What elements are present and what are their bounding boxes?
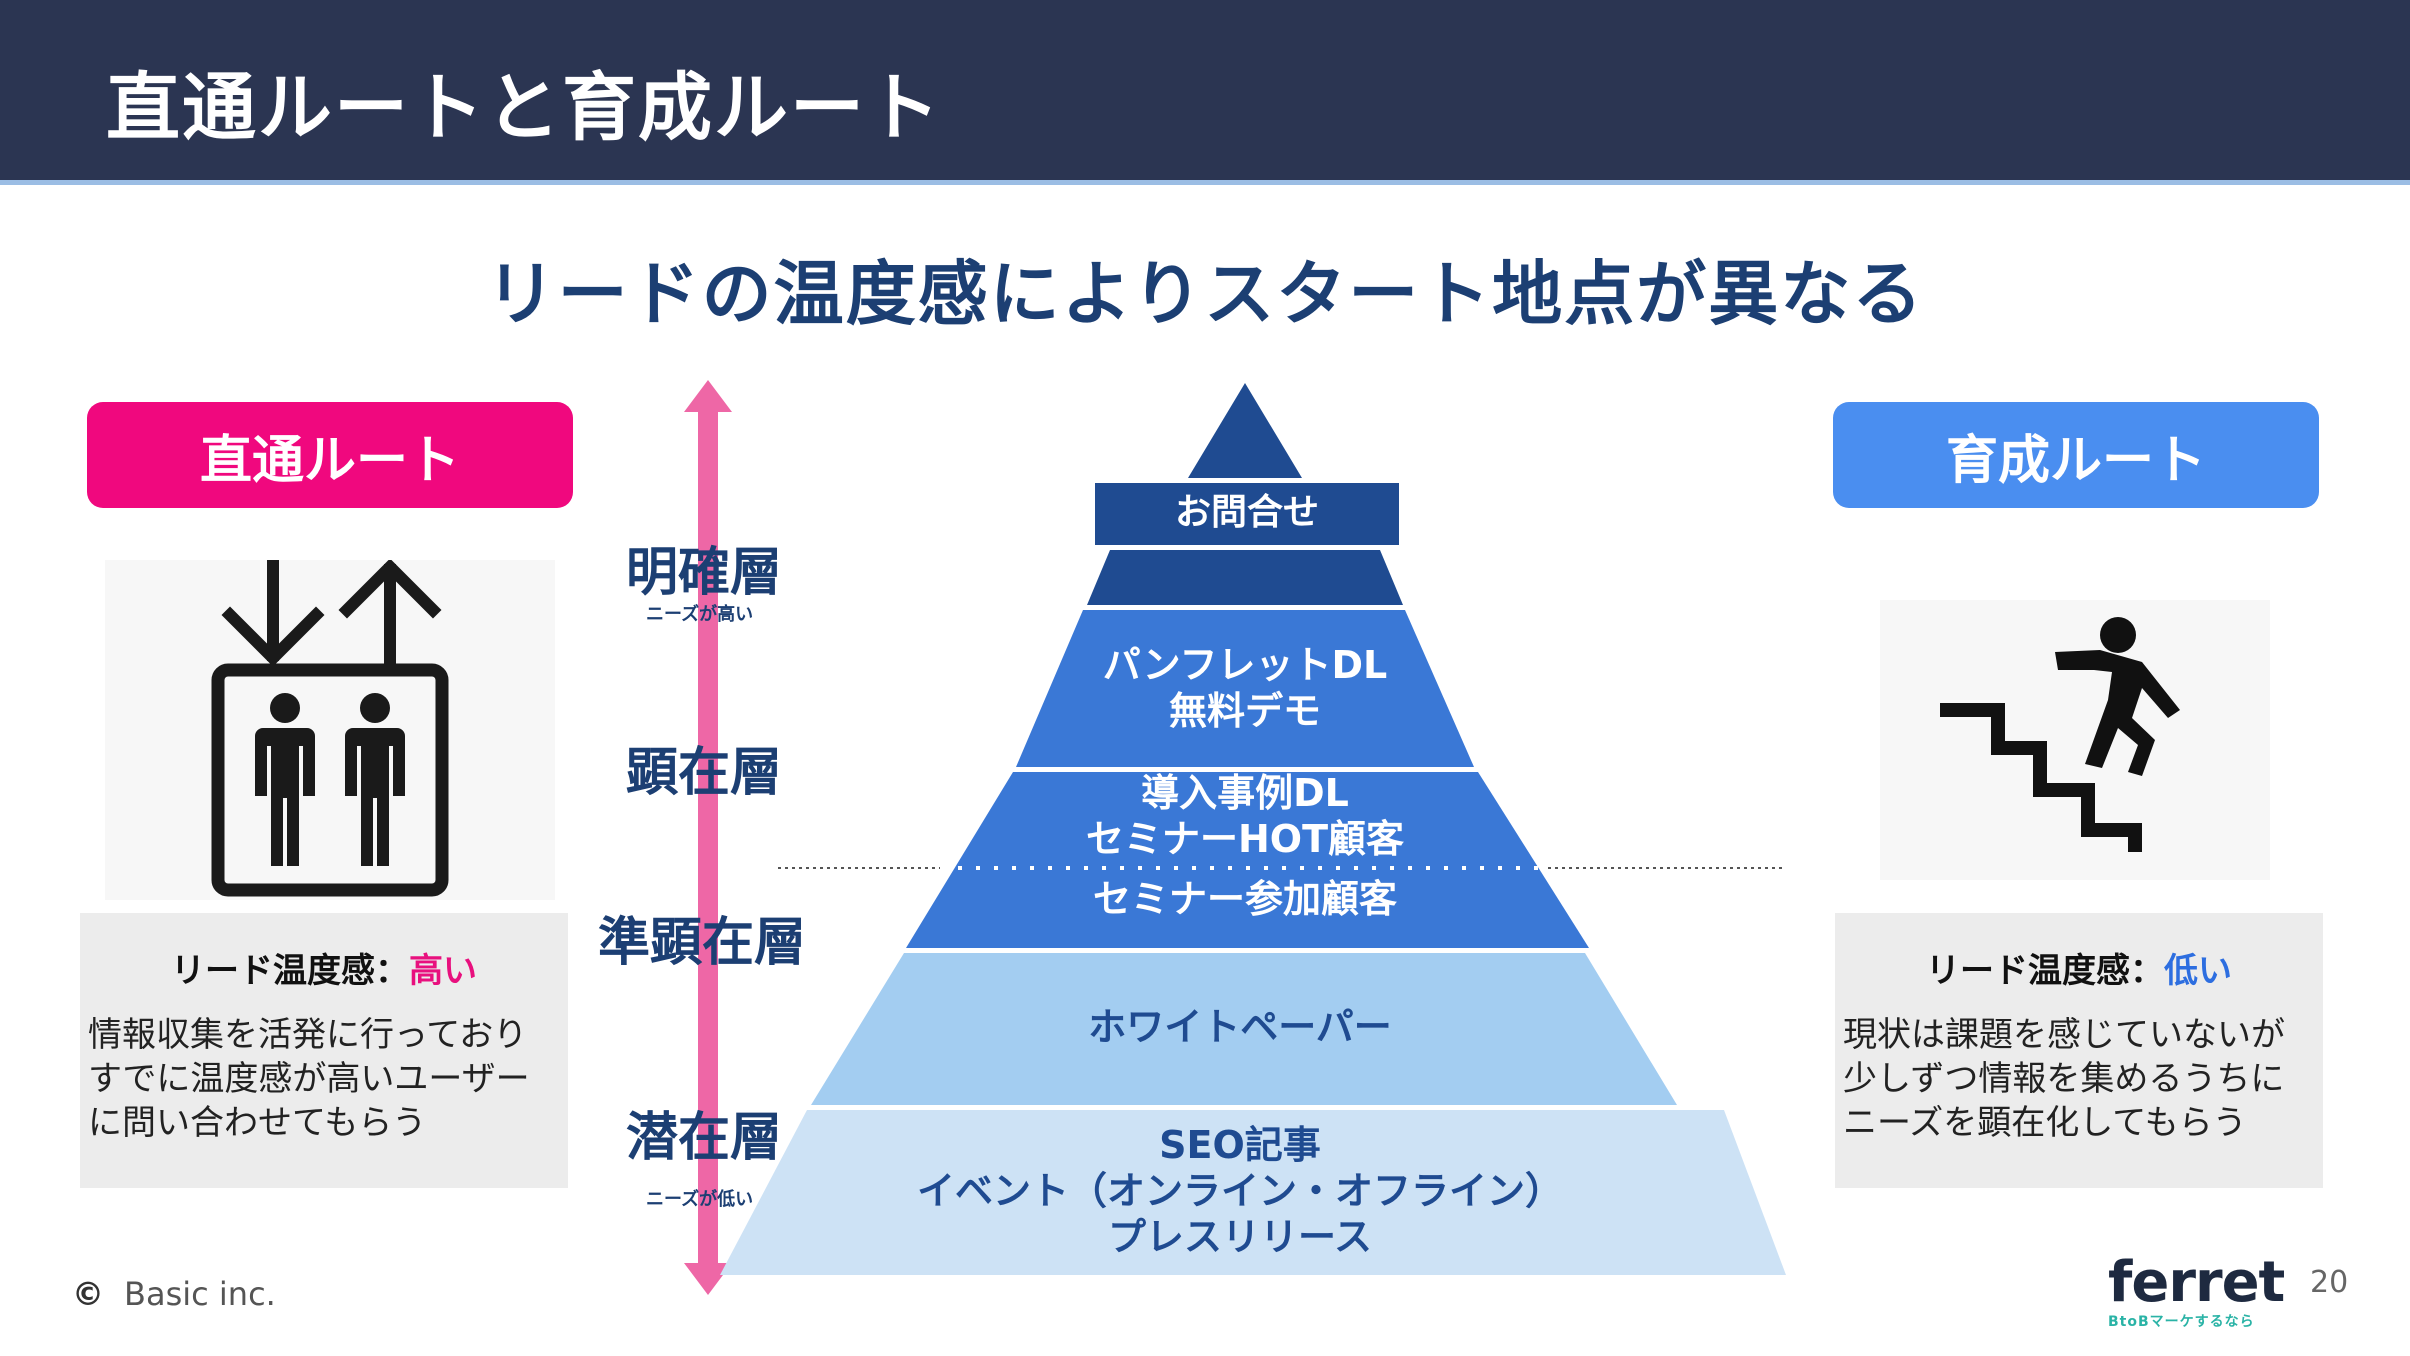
temperature-value-high: 高い (409, 951, 477, 991)
description-line: 少しずつ情報を集めるうちに (1843, 1059, 2285, 1099)
description-line: に問い合わせてもらう (88, 1103, 427, 1143)
page-title: 直通ルートと育成ルート (106, 65, 942, 151)
direct-description: 情報収集を活発に行っており すでに温度感が高いユーザー に問い合わせてもらう (88, 1013, 562, 1145)
logo-text: ferret (2108, 1250, 2285, 1315)
copyright-icon: © (72, 1275, 104, 1313)
tier-line: パンフレットDL (1102, 643, 1388, 687)
temperature-value-low: 低い (2164, 951, 2232, 991)
copyright-text: Basic inc. (124, 1275, 276, 1313)
tier-line: ホワイトペーパー (1088, 1005, 1392, 1049)
ferret-logo: ferret BtoBマーケするなら (2108, 1250, 2285, 1331)
layer-clear: 明確層 (626, 543, 783, 603)
pyramid-top-apex (1188, 383, 1302, 478)
nurture-temperature: リード温度感：低い (1835, 943, 2323, 992)
pyramid-tier-5-text: SEO記事 イベント（オンライン・オフライン） プレスリリース (840, 1122, 1640, 1260)
temperature-label: リード温度感： (171, 951, 409, 991)
tier-line: 導入事例DL (1141, 771, 1349, 815)
pyramid-tier-4 (811, 953, 1677, 1105)
layer-apparent: 顕在層 (626, 743, 783, 803)
elevator-icon (105, 558, 555, 900)
pyramid-top-lower (1087, 550, 1403, 605)
pyramid-top-box (1095, 483, 1399, 545)
tier-line: セミナーHOT顧客 (1085, 817, 1405, 861)
copyright: © Basic inc. (72, 1275, 276, 1313)
pyramid-top-label: お問合せ (1174, 492, 1319, 533)
tier-line: 無料デモ (1168, 689, 1321, 733)
pyramid-tier-2 (1016, 610, 1474, 767)
tier-line: セミナー参加顧客 (1092, 877, 1397, 921)
description-line: 情報収集を活発に行っており (88, 1015, 528, 1055)
climbing-stairs-icon (1880, 600, 2270, 880)
pyramid-tier-3b-text: セミナー参加顧客 (1000, 876, 1490, 922)
temperature-label: リード温度感： (1926, 951, 2164, 991)
direct-route-label: 直通ルート (87, 402, 573, 508)
pyramid-tier-3-text: 導入事例DL セミナーHOT顧客 (1000, 770, 1490, 862)
page-number: 20 (2310, 1265, 2349, 1300)
description-line: すでに温度感が高いユーザー (88, 1059, 530, 1099)
logo-tagline: BtoBマーケするなら (2108, 1314, 2255, 1330)
nurture-route-info: リード温度感：低い 現状は課題を感じていないが 少しずつ情報を集めるうちに ニー… (1835, 913, 2323, 1188)
description-line: 現状は課題を感じていないが (1843, 1015, 2285, 1055)
double-arrow-icon (684, 380, 732, 1295)
description-line: ニーズを顕在化してもらう (1843, 1103, 2247, 1143)
pyramid-tier-5 (720, 1110, 1786, 1275)
slide-subtitle: リードの温度感によりスタート地点が異なる (485, 253, 1925, 335)
layer-latent-note: ニーズが低い (646, 1189, 754, 1210)
header-bar: 直通ルートと育成ルート (0, 0, 2410, 185)
direct-temperature: リード温度感：高い (80, 943, 568, 992)
direct-route-info: リード温度感：高い 情報収集を活発に行っており すでに温度感が高いユーザー に問… (80, 913, 568, 1188)
tier-line: SEO記事 (1159, 1123, 1321, 1167)
nurture-route-text: 育成ルート (1945, 430, 2206, 491)
pyramid-tier-2-text: パンフレットDL 無料デモ (1040, 642, 1450, 734)
direct-route-text: 直通ルート (199, 430, 460, 491)
nurture-description: 現状は課題を感じていないが 少しずつ情報を集めるうちに ニーズを顕在化してもらう (1843, 1013, 2317, 1145)
tier-line: イベント（オンライン・オフライン） (916, 1169, 1563, 1213)
pyramid-tier-3 (906, 772, 1589, 948)
nurture-route-label: 育成ルート (1833, 402, 2319, 508)
layer-semi-apparent: 準顕在層 (598, 913, 807, 973)
pyramid-tier-4-text: ホワイトペーパー (960, 1004, 1520, 1050)
tier-line: プレスリリース (1107, 1215, 1373, 1259)
layer-latent: 潜在層 (626, 1108, 783, 1168)
layer-clear-note: ニーズが高い (646, 604, 754, 625)
